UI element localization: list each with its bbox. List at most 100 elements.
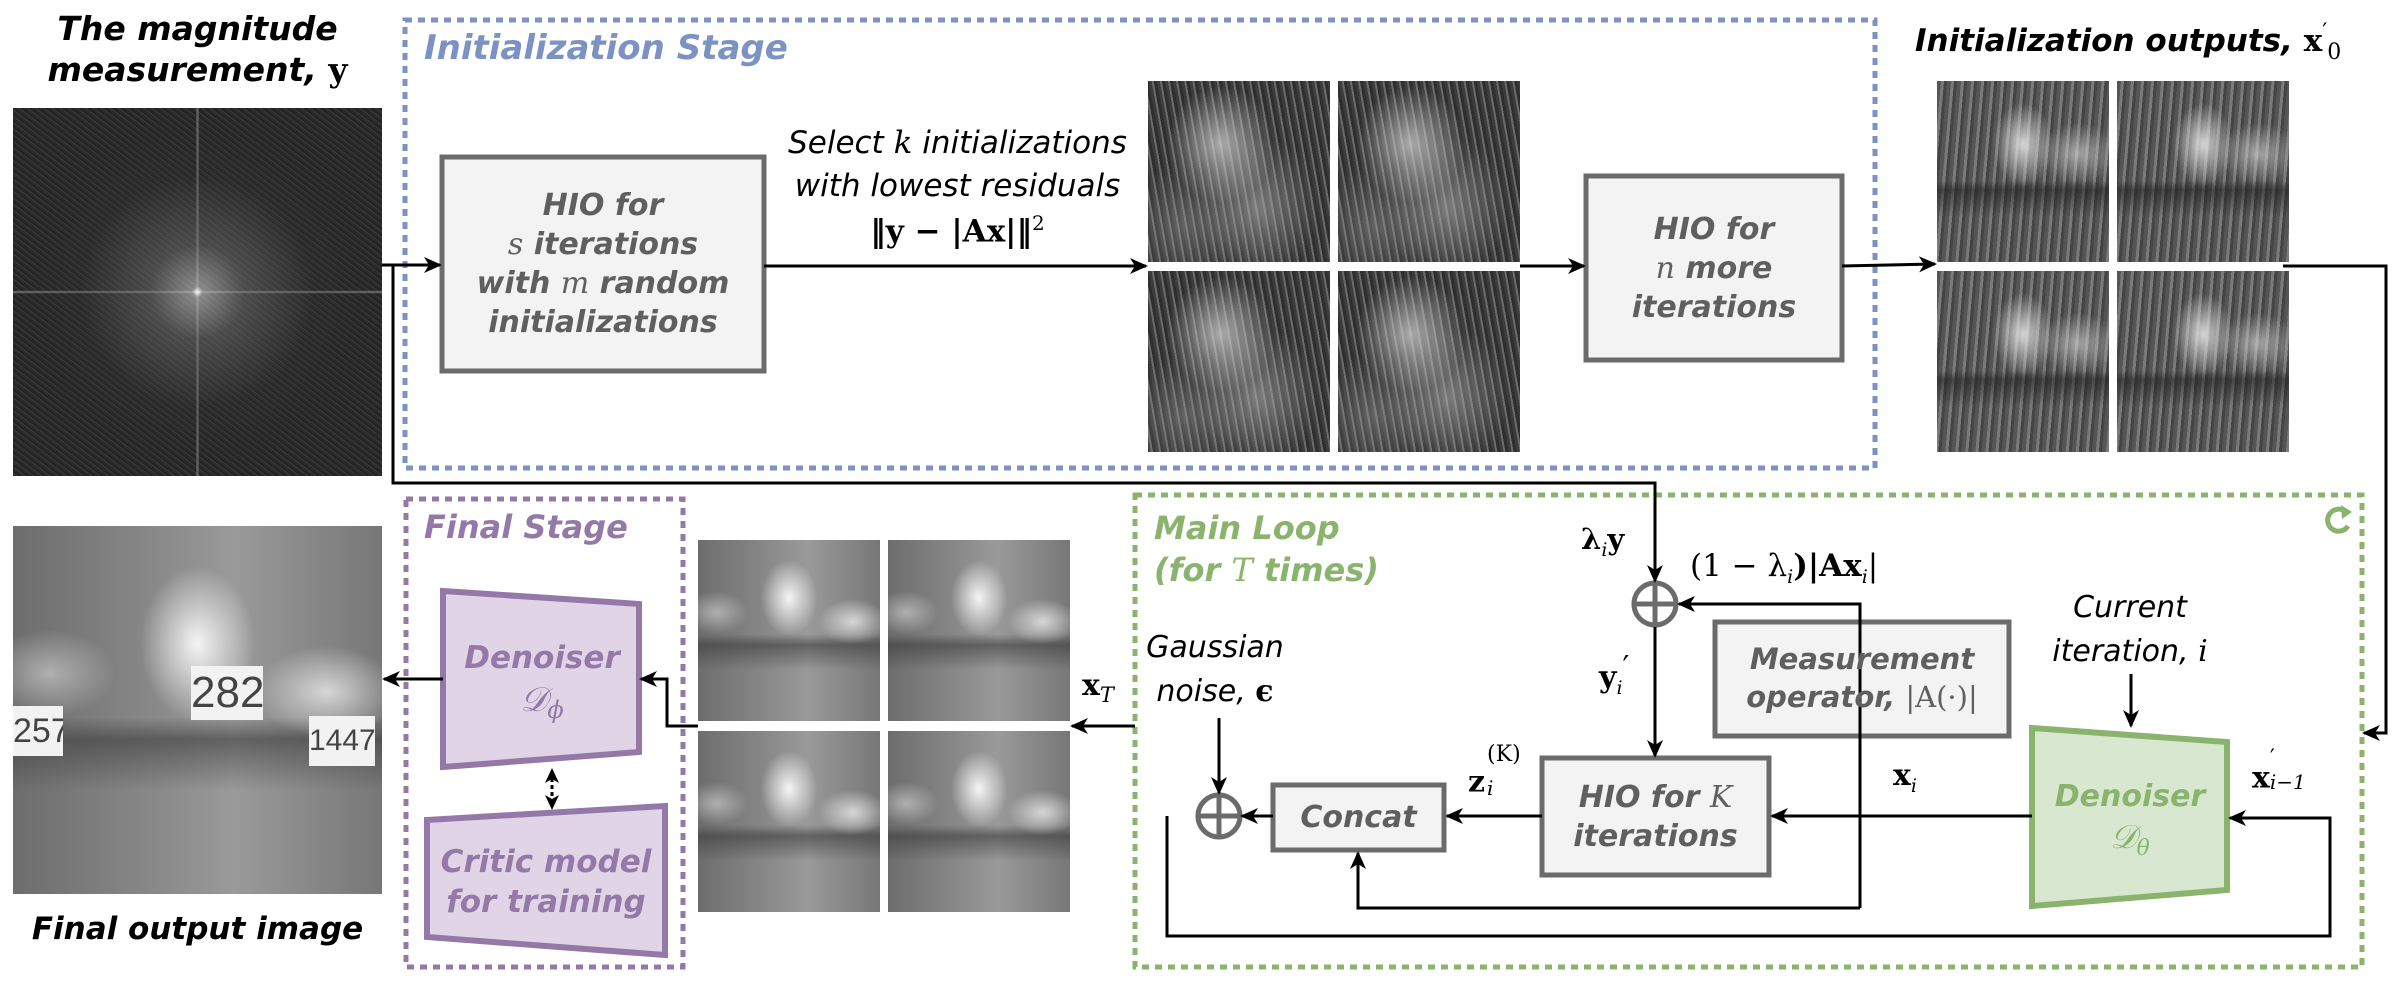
- hio-k-box[interactable]: HIO for K iterations: [1547, 763, 1764, 870]
- oml-text: (1 − λ: [1690, 548, 1788, 584]
- refresh-icon: [2325, 505, 2352, 534]
- measurement-op: |A(·)|: [1905, 680, 1978, 714]
- hio-first-line4: initializations: [488, 305, 718, 340]
- oml-tail-sub: i: [1861, 566, 1868, 589]
- denoiser-phi-shape: [440, 587, 642, 771]
- hio-second-line1: HIO for: [1653, 211, 1775, 247]
- xt-output-tile: [888, 540, 1070, 721]
- hio-second-line3: iterations: [1631, 289, 1797, 325]
- hio-second-line2-text: more: [1674, 250, 1773, 286]
- z-var: z: [1468, 764, 1486, 800]
- oml-tail: )|Ax: [1793, 548, 1862, 584]
- arrow-hio-second-to-outputs: [1841, 256, 1937, 273]
- x0-prime: ′: [2322, 20, 2328, 45]
- hio-initialization-tile: [1338, 271, 1520, 452]
- hio-first-line3-text: random: [589, 266, 730, 301]
- initialization-outputs-text: Initialization outputs,: [1915, 23, 2304, 59]
- initialization-stage-title: Initialization Stage: [424, 28, 788, 68]
- oml-end: |: [1867, 548, 1879, 584]
- magnitude-title-line1: The magnitude: [57, 9, 338, 48]
- arrow-measurement-to-sum: [1677, 596, 1862, 908]
- main-loop-for: (for: [1154, 550, 1232, 589]
- y-prime-var: y: [1599, 660, 1617, 695]
- arrow-denoiser-critic-bidirectional: [545, 768, 559, 810]
- hio-initialization-tile: [1148, 81, 1330, 262]
- initialization-output-tile: [2117, 271, 2289, 452]
- critic-line1: Critic model: [440, 843, 652, 880]
- select-k-line2: with lowest residuals: [794, 168, 1121, 205]
- initialization-output-tile: [1937, 81, 2109, 262]
- hio-second-box[interactable]: HIO for n more iterations: [1591, 181, 1837, 355]
- var-i: i: [2198, 633, 2208, 669]
- residual-formula-sup: 2: [1031, 210, 1045, 235]
- x-prev-label: x ′ i−1: [2252, 748, 2306, 800]
- sum-node-noise: [1195, 792, 1243, 840]
- critic-line2: for training: [446, 884, 646, 920]
- x-i-label: xi: [1893, 758, 1917, 797]
- hio-k-pre: HIO for: [1578, 779, 1710, 815]
- current-iter-text: iteration,: [2052, 633, 2199, 669]
- var-s: s: [507, 227, 524, 262]
- hio-second-line2: n more: [1656, 249, 1773, 288]
- denoiser-theta-D: 𝒟: [2110, 816, 2137, 856]
- x-prev-var: x: [2252, 760, 2270, 796]
- main-loop-title-line1: Main Loop: [1154, 509, 1340, 547]
- select-k-line1: Select k initializations: [770, 122, 1145, 165]
- final-stage-box: [403, 496, 686, 970]
- xt-output-tile: [888, 731, 1070, 912]
- denoiser-phi[interactable]: Denoiser 𝒟ϕ: [447, 612, 637, 752]
- denoiser-phi-sub: ϕ: [547, 696, 564, 725]
- denoiser-theta[interactable]: Denoiser 𝒟θ: [2036, 750, 2224, 890]
- select-k-text: initializations: [912, 125, 1127, 161]
- critic-model[interactable]: Critic model for training: [432, 822, 660, 942]
- select-k-pre: Select: [788, 125, 894, 161]
- z-sup: (K): [1487, 742, 1521, 767]
- hio-first-line1: HIO for: [542, 188, 664, 223]
- arrow-outputs-to-main-loop: [2283, 264, 2388, 741]
- hio-k-line1: HIO for K: [1579, 778, 1733, 817]
- magnitude-var: y: [328, 50, 348, 90]
- hio-first-box[interactable]: HIO for s iterations with m random initi…: [447, 162, 759, 366]
- xt-output-tile: [698, 540, 880, 721]
- var-m: m: [560, 266, 590, 301]
- critic-shape: [424, 802, 668, 959]
- main-loop-times: times): [1252, 550, 1379, 589]
- x-prev-sup: ′: [2269, 746, 2275, 771]
- hio-second-box-shape: [1583, 173, 1845, 363]
- hio-first-line3: with m random: [477, 264, 730, 303]
- initialization-outputs-title: Initialization outputs, x′0: [1915, 20, 2402, 65]
- hio-first-line2-text: iterations: [523, 227, 699, 262]
- hio-k-line2: iterations: [1573, 818, 1738, 854]
- denoiser-theta-shape: [2029, 724, 2230, 910]
- concat-box[interactable]: Concat: [1300, 800, 1417, 835]
- sum-node-top: [1631, 580, 1679, 628]
- x-i-sub: i: [1910, 775, 1917, 797]
- bib-right: 1447: [309, 716, 375, 766]
- xt-output-tile: [698, 731, 880, 912]
- magnitude-title: The magnitude measurement, y: [0, 8, 395, 91]
- main-loop-title: Main Loop (for T times): [1154, 508, 1379, 591]
- lambda-var: λ: [1581, 522, 1602, 556]
- denoiser-phi-D: 𝒟: [520, 679, 548, 720]
- arrow-feedback-to-concat: [1350, 851, 1860, 910]
- gaussian-line1: Gaussian: [1146, 630, 1284, 665]
- hio-initialization-tile: [1148, 271, 1330, 452]
- xt-label: xT: [1082, 668, 1114, 707]
- z-sub: i: [1487, 776, 1494, 800]
- measurement-operator-box[interactable]: Measurement operator, |A(·)|: [1720, 627, 2004, 731]
- z-label: z (K) i: [1468, 744, 1521, 804]
- x-i-var: x: [1893, 758, 1911, 793]
- denoiser-phi-label: Denoiser: [464, 639, 620, 676]
- hio-first-box-shape: [439, 154, 767, 374]
- var-K: K: [1709, 779, 1733, 815]
- magnitude-title-line2: measurement, y: [0, 49, 395, 90]
- xt-sub: T: [1099, 683, 1114, 707]
- y-prime-label: yi′: [1599, 650, 1629, 699]
- oml-sub: i: [1787, 566, 1794, 589]
- x0-sub: 0: [2327, 40, 2342, 65]
- bib-center: 282: [191, 666, 263, 720]
- one-minus-lambda-label: (1 − λi)|Axi|: [1690, 548, 1878, 588]
- xt-var: x: [1082, 668, 1100, 703]
- current-iter-line2: iteration, i: [2030, 630, 2230, 674]
- arrow-loop-to-denoiser: [1165, 810, 2332, 938]
